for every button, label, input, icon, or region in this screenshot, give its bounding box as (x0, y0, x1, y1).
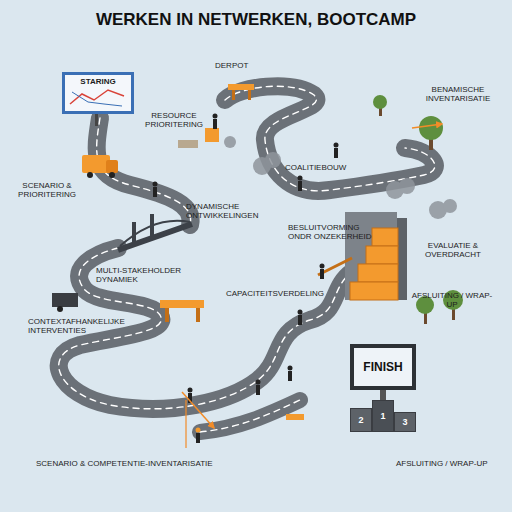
stage-label: COALITIEBOUW (285, 164, 365, 173)
person-figure (320, 269, 324, 279)
crate (366, 246, 398, 264)
person-figure (188, 388, 193, 393)
start-board: STARING (62, 72, 134, 114)
node-text: 1 (380, 411, 385, 421)
barrier-leg (232, 90, 235, 100)
crate (358, 264, 398, 282)
node-text: STARING (80, 77, 115, 86)
barrier-leg (196, 308, 200, 322)
person-figure (196, 428, 201, 433)
crate (178, 140, 198, 148)
tree (419, 116, 443, 140)
person-figure (288, 366, 293, 371)
pointer-arrow (182, 392, 214, 428)
person-figure (213, 119, 217, 129)
node-text: 3 (402, 417, 407, 427)
tree (373, 95, 387, 109)
barrier-leg (165, 308, 169, 322)
barrier-leg (248, 90, 251, 100)
stage-label: DYNAMISCHE ONTWIKKELINGEN (186, 203, 264, 221)
node-text: FINISH (363, 360, 402, 374)
truck (82, 155, 118, 178)
person-figure (153, 187, 157, 197)
pointer-line (185, 400, 186, 448)
smoke-cloud (265, 152, 281, 168)
bridge (118, 214, 192, 250)
road-marking (59, 248, 352, 409)
truck-cab (106, 160, 118, 173)
person-figure (288, 371, 292, 381)
road (97, 118, 191, 225)
road (59, 248, 352, 409)
finish-screen: FINISH (350, 344, 416, 390)
road-marking (200, 400, 300, 432)
map-route (72, 92, 122, 106)
person-figure (334, 148, 338, 158)
stage-label: BENAMISCHE INVENTARISATIE (412, 86, 504, 104)
podium-block: 2 (350, 408, 372, 432)
wheel (109, 172, 115, 178)
sign-pole (95, 112, 98, 126)
person-figure (298, 181, 302, 191)
crate (372, 228, 398, 246)
smoke-cloud (224, 136, 236, 148)
map-route (70, 90, 124, 104)
map-sketch (68, 86, 128, 108)
person-figure (153, 182, 158, 187)
monitor-stand (380, 390, 386, 400)
crate (350, 282, 398, 300)
stage-label: RESOURCE PRIORITERING (138, 112, 210, 130)
barrier (228, 84, 254, 90)
person-figure (256, 380, 261, 385)
road (225, 86, 435, 191)
bridge-cable (120, 221, 190, 246)
podium-block: 3 (394, 412, 416, 432)
person-figure (298, 310, 303, 315)
stage-label: AFSLUITING / WRAP-UP (396, 460, 506, 469)
wheel (87, 172, 93, 178)
podium-block: 1 (372, 400, 394, 432)
person-figure (298, 315, 302, 325)
crate (205, 128, 219, 142)
trailer-body (52, 293, 78, 307)
truck-body (82, 155, 110, 173)
stage-label: CONTEXTAFHANKELIJKE INTERVENTIES (28, 318, 136, 336)
stage-label: MULTI-STAKEHOLDER DYNAMIEK (96, 267, 200, 285)
person-figure (298, 176, 303, 181)
wheel (57, 306, 63, 312)
bridge-pillar (132, 222, 136, 244)
road-marking (97, 118, 191, 225)
bridge-deck (118, 224, 192, 250)
pointer-arrow (412, 124, 442, 128)
barrier (286, 414, 304, 420)
smoke-cloud (399, 178, 415, 194)
node-text: 2 (358, 415, 363, 425)
bridge-pillar (150, 214, 154, 238)
road-marking (225, 86, 435, 191)
barrier (160, 300, 204, 308)
stage-label: BESLUITVORMING ONDR ONZEKERHEID (288, 224, 380, 242)
stage-label: CAPACITEITSVERDELING (226, 290, 326, 299)
diagram-title: WERKEN IN NETWERKEN, BOOTCAMP (0, 10, 512, 30)
smoke-cloud (443, 199, 457, 213)
stage-label: DERPOT (215, 62, 270, 71)
person-figure (213, 114, 218, 119)
trailer (52, 293, 78, 312)
person-figure (196, 433, 200, 443)
stage-label: SCENARIO & COMPETENTIE-INVENTARISATIE (36, 460, 256, 469)
road (200, 400, 300, 432)
stage-label: AFSLUITING / WRAP-UP (410, 292, 494, 310)
person-figure (256, 385, 260, 395)
stage-label: SCENARIO & PRIORITERING (8, 182, 86, 200)
person-figure (320, 264, 325, 269)
stage-label: EVALUATIE & OVERDRACHT (414, 242, 492, 260)
person-figure (334, 143, 339, 148)
